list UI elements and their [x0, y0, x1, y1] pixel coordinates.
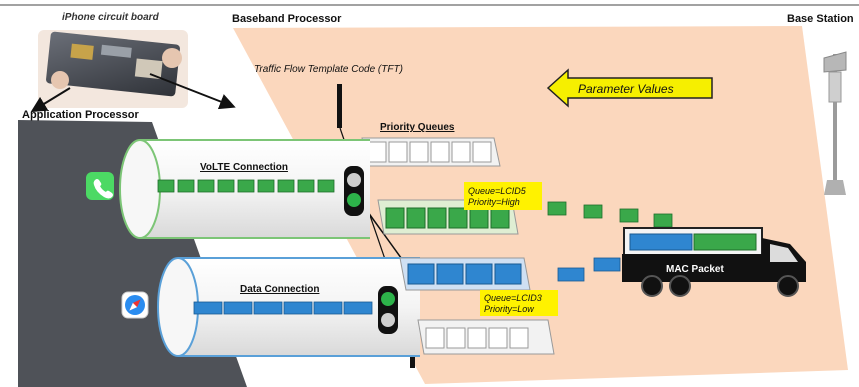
- data-packet-stream: [193, 301, 373, 315]
- parameter-values-arrow: [546, 68, 713, 108]
- application-processor-title: Application Processor: [22, 109, 139, 121]
- base-station-tower-icon: [823, 51, 847, 195]
- queue-tag-low: [480, 290, 558, 316]
- volte-connection-label: VoLTE Connection: [200, 162, 288, 173]
- arrow-to-baseband: [149, 73, 236, 110]
- queue-tag-high: [464, 182, 542, 210]
- data-connection-label: Data Connection: [240, 284, 319, 295]
- queue-high-line1: Queue=LCID5: [468, 186, 527, 196]
- data-traffic-light: [378, 286, 398, 334]
- tft-label: Traffic Flow Template Code (TFT): [254, 64, 403, 75]
- queue-high-line2: Priority=High: [468, 197, 520, 207]
- queue-low-line1: Queue=LCID3: [484, 293, 542, 303]
- priority-queues-label: Priority Queues: [380, 122, 455, 133]
- arrow-to-app-processor: [30, 87, 71, 113]
- base-station-title: Base Station: [787, 13, 854, 25]
- priority-queue-empty-bottom: [417, 319, 555, 355]
- safari-compass-icon: [121, 291, 149, 319]
- iphone-board-label: iPhone circuit board: [62, 12, 160, 23]
- baseband-processor-title: Baseband Processor: [232, 13, 342, 25]
- volte-packet-stream: [157, 179, 335, 193]
- green-packets-in-transit: [547, 201, 673, 228]
- volte-connection-pipe: [119, 139, 370, 239]
- volte-traffic-light: [344, 166, 364, 216]
- priority-queue-empty-top: [361, 137, 501, 167]
- mac-packet-truck: [622, 227, 806, 297]
- queue-low-line2: Priority=Low: [484, 304, 534, 314]
- priority-queue-low: [399, 257, 531, 291]
- tft-bar-top: [337, 84, 342, 128]
- blue-packets-in-transit: [557, 257, 621, 282]
- iphone-circuit-board-image: [38, 30, 188, 108]
- phone-app-icon: [86, 172, 114, 200]
- mac-packet-label: MAC Packet: [666, 264, 724, 275]
- parameter-values-label: Parameter Values: [578, 82, 674, 96]
